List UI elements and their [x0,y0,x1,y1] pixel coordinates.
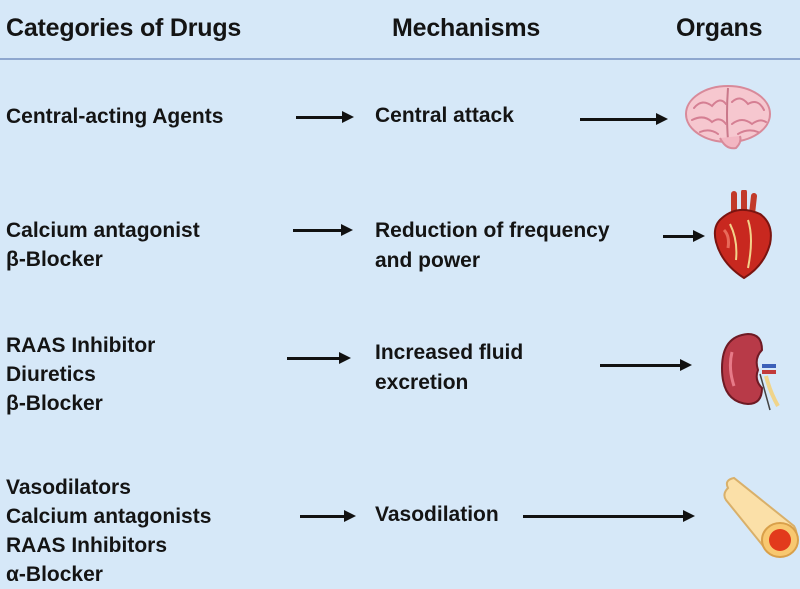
mechanism-text: Vasodilation [375,500,499,530]
drug-category: β-Blocker [6,392,103,415]
drug-category: Vasodilators [6,476,131,499]
mechanism-line: and power [375,249,481,272]
drug-category-list: Calcium antagonist β-Blocker [6,216,200,274]
mechanism-line: Central attack [375,104,514,127]
table-header: Categories of Drugs Mechanisms Organs [0,0,800,60]
arrow-icon [600,359,692,371]
drug-category: RAAS Inhibitor [6,334,156,357]
drug-category: Central-acting Agents [6,105,224,128]
mechanism-text: Increased fluid excretion [375,338,523,398]
arrow-icon [300,510,356,522]
drug-category: α-Blocker [6,563,103,586]
mechanism-line: Increased fluid [375,341,524,364]
mechanism-text: Reduction of frequency and power [375,216,610,276]
column-header-organs: Organs [676,14,763,42]
arrow-icon [663,230,705,242]
drug-category-list: Central-acting Agents [6,102,223,131]
blood-vessel-icon [723,476,799,558]
drug-category: Diuretics [6,363,96,386]
mechanism-text: Central attack [375,101,514,131]
drug-category: β-Blocker [6,248,103,271]
drug-category-list: RAAS Inhibitor Diuretics β-Blocker [6,331,155,418]
mechanism-line: excretion [375,371,469,394]
brain-icon [685,85,771,150]
drug-category-list: Vasodilators Calcium antagonists RAAS In… [6,473,211,589]
arrow-icon [293,224,353,236]
mechanism-line: Vasodilation [375,503,499,526]
drug-category: Calcium antagonist [6,219,200,242]
arrow-icon [580,113,668,125]
column-header-drugs: Categories of Drugs [6,14,242,42]
arrow-icon [523,510,695,522]
arrow-icon [296,111,354,123]
arrow-icon [287,352,351,364]
kidney-icon [720,332,780,411]
heart-icon [713,190,772,280]
drug-category: RAAS Inhibitors [6,534,167,557]
drug-category: Calcium antagonists [6,505,212,528]
mechanism-line: Reduction of frequency [375,219,610,242]
column-header-mechanisms: Mechanisms [392,14,541,42]
